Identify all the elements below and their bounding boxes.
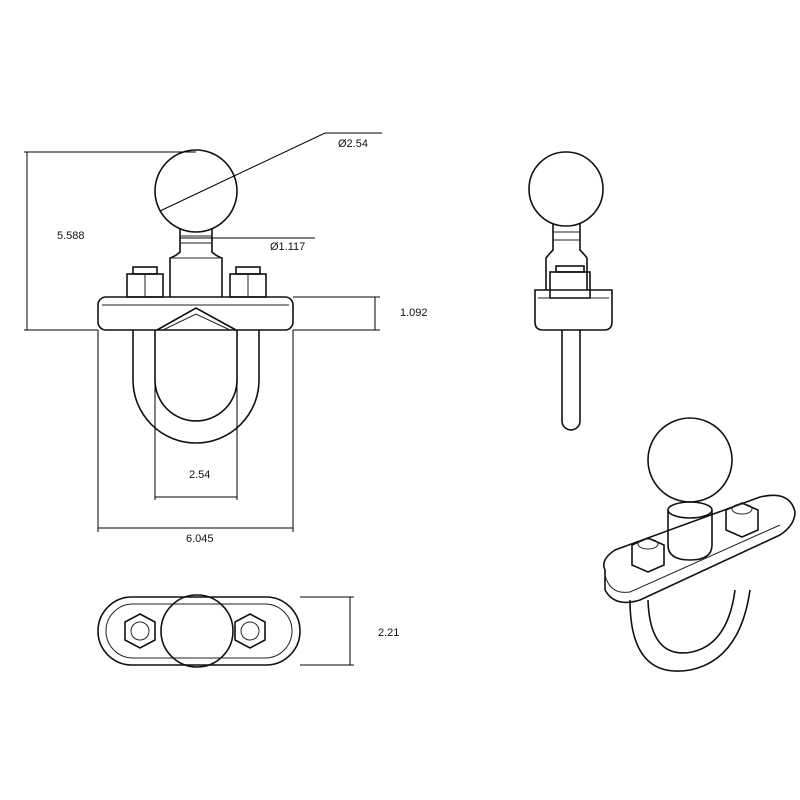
base-depth-label: 2.21 (378, 627, 400, 639)
bottom-view (97, 594, 354, 668)
ball-diameter-label: Ø2.54 (338, 138, 368, 150)
overall-height-label: 5.588 (57, 230, 85, 242)
front-nut-right (229, 266, 267, 298)
overall-width-label: 6.045 (186, 533, 214, 545)
front-nut-left (126, 266, 164, 298)
front-view (97, 149, 294, 444)
isometric-view (602, 417, 796, 672)
neck-diameter-label: Ø1.117 (270, 241, 306, 253)
side-view (528, 151, 613, 431)
inner-width-label: 2.54 (189, 469, 211, 481)
base-height-label: 1.092 (400, 307, 428, 319)
front-dimensions (24, 132, 382, 532)
